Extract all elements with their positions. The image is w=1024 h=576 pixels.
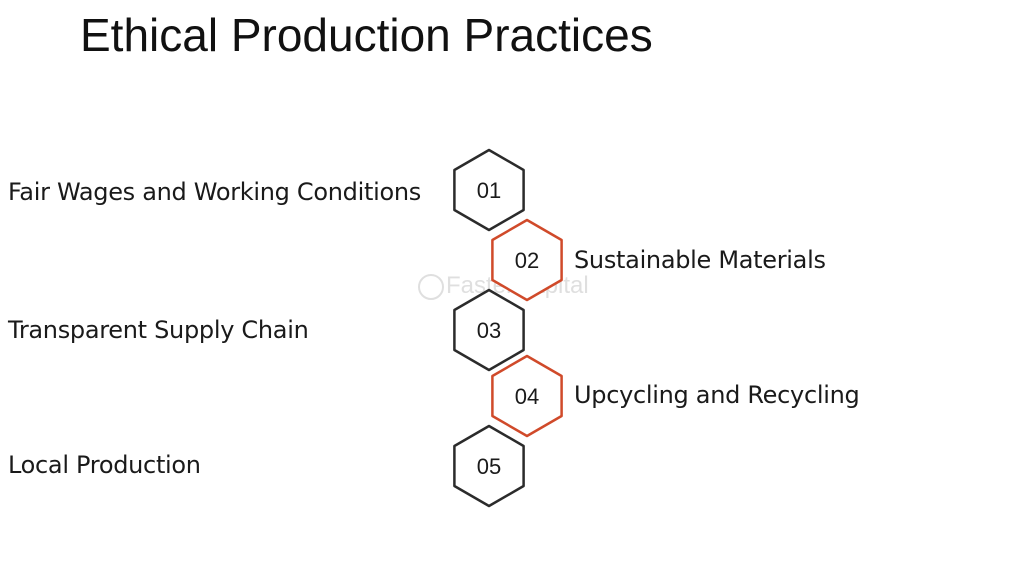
step-label-2: Sustainable Materials	[574, 246, 826, 274]
step-number-04: 04	[515, 384, 539, 409]
step-number-03: 03	[477, 318, 501, 343]
hexagon-04	[491, 354, 563, 438]
hexagon-01	[453, 148, 525, 232]
step-number-05: 05	[477, 454, 501, 479]
hexagon-05	[453, 424, 525, 508]
step-number-01: 01	[477, 178, 501, 203]
watermark-logo-icon	[418, 273, 444, 300]
hexagon-03	[453, 288, 525, 372]
page-title: Ethical Production Practices	[80, 9, 653, 61]
hexagon-02	[491, 218, 563, 302]
step-label-5: Local Production	[8, 451, 201, 479]
step-number-02: 02	[515, 248, 539, 273]
step-label-4: Upcycling and Recycling	[574, 381, 860, 409]
step-label-3: Transparent Supply Chain	[8, 316, 309, 344]
step-label-1: Fair Wages and Working Conditions	[8, 178, 421, 206]
